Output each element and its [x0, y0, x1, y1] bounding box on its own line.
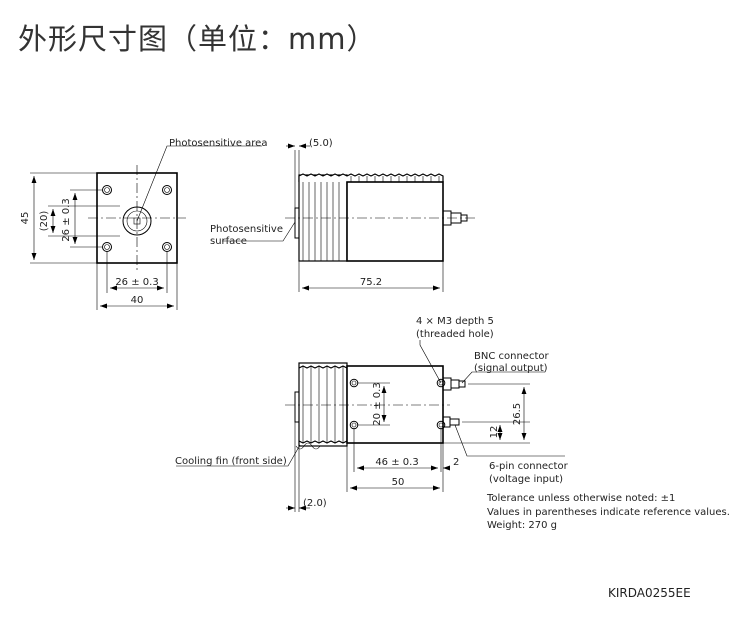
note-tolerance: Tolerance unless otherwise noted: ±1	[486, 493, 675, 504]
label-6pin-1: 6-pin connector	[489, 461, 569, 472]
dim-conn-265: 26.5	[512, 403, 523, 425]
notes: Tolerance unless otherwise noted: ±1 Val…	[486, 493, 730, 531]
dim-front-height: 45	[20, 212, 31, 225]
bottom-body-outline	[346, 365, 444, 444]
label-photosensitive-surface-1: Photosensitive	[210, 224, 283, 235]
side-body-outline	[346, 181, 444, 262]
dim-bottom-hole-h: 46 ± 0.3	[375, 457, 418, 468]
label-bnc-2: (signal output)	[474, 363, 548, 374]
dim-bottom-length: 50	[392, 477, 405, 488]
side-connector	[442, 210, 468, 226]
drawing-code: KIRDA0255EE	[608, 586, 691, 600]
label-6pin-2: (voltage input)	[489, 474, 563, 485]
note-reference: Values in parentheses indicate reference…	[487, 507, 730, 518]
front-view: Photosensitive area 45 (20) 26 ± 0.3 26 …	[20, 138, 267, 310]
dim-front-hole-v: 26 ± 0.3	[61, 198, 72, 241]
dim-front-width: 40	[131, 295, 144, 306]
side-view: (5.0) Photosensitive surface 75.2	[210, 138, 475, 292]
bottom-view: 20 ± 0.3 4 × M3 depth 5 (threaded hole) …	[175, 316, 569, 512]
label-cooling-fin: Cooling fin (front side)	[175, 456, 287, 467]
dim-side-length: 75.2	[360, 277, 382, 288]
dim-conn-12: 12	[489, 426, 500, 439]
six-pin-connector	[442, 416, 460, 428]
label-photosensitive-surface-2: surface	[210, 236, 247, 247]
label-mount-holes-2: (threaded hole)	[416, 329, 494, 340]
dim-front-hole-h: 26 ± 0.3	[115, 277, 158, 288]
dim-bottom-hole-v: 20 ± 0.3	[372, 382, 383, 425]
front-mount-holes	[102, 185, 172, 252]
page-title: 外形尺寸图（单位：mm）	[18, 22, 377, 56]
photosensitive-window	[122, 206, 152, 236]
label-mount-holes-1: 4 × M3 depth 5	[416, 316, 494, 327]
dim-fin-offset-bottom: (2.0)	[303, 498, 327, 509]
bnc-connector	[442, 377, 466, 391]
label-photosensitive-area: Photosensitive area	[169, 138, 267, 149]
note-weight: Weight: 270 g	[487, 520, 557, 531]
dim-front-ref-height: (20)	[39, 211, 50, 232]
dim-fin-offset-top: (5.0)	[309, 138, 333, 149]
label-bnc-1: BNC connector	[474, 351, 549, 362]
dim-bottom-edge: 2	[453, 457, 459, 468]
